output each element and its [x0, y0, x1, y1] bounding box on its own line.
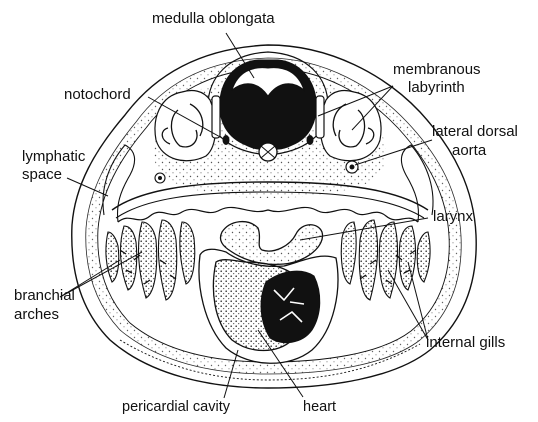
label-lymphatic: lymphatic: [22, 148, 85, 165]
label-lateral-dorsal: lateral dorsal: [432, 123, 518, 140]
label-aorta: aorta: [452, 142, 486, 159]
label-pericardial-cavity: pericardial cavity: [122, 399, 230, 416]
spot-right: [307, 135, 314, 145]
label-internal-gills: internal gills: [426, 334, 505, 351]
label-space: space: [22, 166, 62, 183]
otic-capsule-right: [320, 91, 381, 161]
label-heart: heart: [303, 399, 336, 416]
label-arches: arches: [14, 306, 59, 323]
label-labyrinth: labyrinth: [408, 79, 465, 96]
label-notochord: notochord: [64, 86, 131, 103]
spot-left: [223, 135, 230, 145]
otic-capsule-left: [155, 91, 216, 161]
label-larynx: larynx: [433, 208, 473, 225]
cartilage-left: [212, 96, 220, 138]
label-membranous: membranous: [393, 61, 481, 78]
label-medulla-oblongata: medulla oblongata: [152, 10, 275, 27]
cartilage-right: [316, 96, 324, 138]
heart-chamber: [261, 271, 320, 342]
label-branchial: branchial: [14, 287, 75, 304]
